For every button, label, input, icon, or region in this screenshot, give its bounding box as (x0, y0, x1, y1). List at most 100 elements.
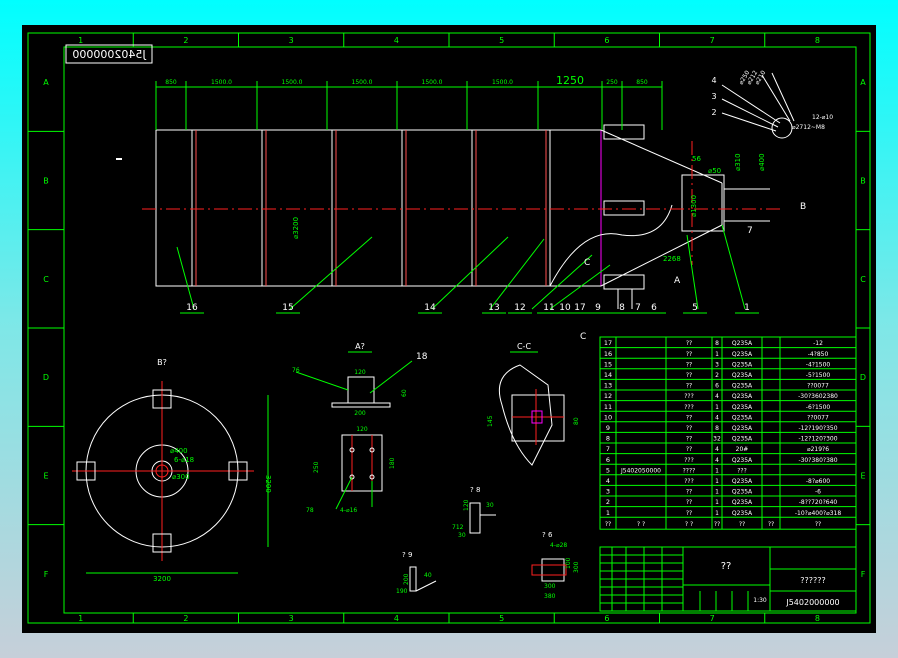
bom-material: Q235A (732, 510, 753, 517)
detail-9-dims: 200 40 190 (396, 572, 432, 595)
bom-name: ?? (686, 414, 692, 421)
bom-qty: 4 (715, 446, 719, 453)
grid-col-label-bottom: 3 (289, 614, 294, 623)
bom-material: Q235A (732, 393, 753, 400)
bom-spec: -8?⌀600 (806, 478, 830, 485)
bom-no: 16 (604, 350, 612, 358)
mark-7: 7 (747, 226, 753, 236)
grid-ticks (28, 33, 870, 623)
detail-6-100: 100 (565, 557, 572, 569)
top-dim-value: 1500.0 (352, 79, 373, 86)
grid-col-label-bottom: 8 (815, 614, 820, 623)
bom-no: 5 (606, 466, 610, 474)
bom-material: Q235A (732, 436, 753, 443)
grid-row-label-left: C (43, 275, 49, 284)
grid-row-label-left: E (43, 472, 48, 481)
bom-header: ?? (714, 521, 720, 528)
view-b-dims: 3200 3200 ⌀400 ⌀300 6-⌀18 (153, 447, 272, 583)
grid-row-label-left: D (43, 373, 49, 382)
view-a-label: A? (355, 342, 365, 351)
view-cc-145: 145 (487, 415, 494, 427)
bom-header: ? ? (685, 521, 693, 528)
view-a-60: 60 (401, 389, 408, 397)
bom-qty: 1 (715, 510, 719, 517)
bom-material: Q235A (732, 404, 753, 411)
bom-qty: 6 (715, 383, 719, 390)
detail-9: ? 9 200 40 190 (396, 551, 437, 595)
bom-material: 20# (736, 446, 749, 453)
bom-code: J5402050000 (620, 467, 661, 474)
detail-8: ? 8 120 712 30 30 (452, 486, 496, 539)
bom-no: 13 (604, 382, 612, 390)
bom-no: 17 (604, 339, 612, 347)
bom-name: ??? (684, 478, 694, 485)
bom-spec: ⌀219?6 (807, 446, 829, 453)
bom-name: ?? (686, 510, 692, 517)
detail-6-holes: 4-⌀28 (550, 542, 567, 549)
grid-col-label-bottom: 2 (183, 614, 188, 623)
bom-no: 3 (606, 488, 610, 496)
bom-qty: 4 (715, 414, 719, 421)
bom-name: ?? (686, 489, 692, 496)
balloon-7: 7 (635, 303, 641, 313)
view-a-78: 78 (306, 507, 314, 514)
top-dim-value: 1250 (556, 74, 584, 87)
dim-d3200: ⌀3200 (292, 217, 300, 239)
balloon-6: 6 (651, 303, 657, 313)
bom-qty: 1 (715, 478, 719, 485)
bom-no: 11 (604, 403, 612, 411)
bom-name: ?? (686, 340, 692, 347)
bom-qty: 8 (715, 340, 719, 347)
grid-row-label-right: F (861, 570, 866, 579)
balloon-5: 5 (692, 303, 698, 313)
bom-header: ?? (605, 521, 611, 528)
bom-qty: 1 (715, 351, 719, 358)
silo-body (155, 129, 551, 287)
side-section-marks: B 7 C C A (580, 202, 806, 342)
bom-material: Q235A (732, 361, 753, 368)
bom-spec: ??0077 (807, 383, 829, 390)
view-b-height: 3200 (264, 475, 272, 493)
grid-row-label-right: B (860, 177, 866, 186)
bom-header: ?? (739, 521, 745, 528)
body-ring-outlines (191, 130, 473, 286)
bom-name: ?? (686, 446, 692, 453)
detail-8-30b: 30 (486, 502, 494, 509)
bom-header: ? ? (637, 521, 645, 528)
balloon-17: 17 (574, 303, 585, 313)
grid-col-label-bottom: 5 (499, 614, 504, 623)
view-a-dims: 120 200 120 60 250 180 76 78 4-⌀16 (292, 367, 408, 514)
grid-row-label-right: E (860, 472, 865, 481)
grid-row-label-left: F (44, 570, 49, 579)
view-b-lugs (76, 389, 248, 553)
view-a-centerlines (351, 435, 373, 491)
bom-material: Q235A (732, 351, 753, 358)
bom-no: 14 (604, 371, 612, 379)
flange-balloon-2: 2 (711, 108, 716, 117)
grid-col-label-top: 4 (394, 36, 399, 45)
view-b-width: 3200 (153, 575, 171, 583)
body-rings (195, 130, 547, 286)
grid-col-label-top: 3 (289, 36, 294, 45)
mirrored-code-box: J5402000000 (65, 44, 153, 64)
detail-6-300: 300 (544, 583, 556, 590)
mark-c-top: C (584, 258, 590, 268)
bom-no: 8 (606, 435, 610, 443)
bom-spec: -4?1500 (806, 361, 831, 368)
bom-spec: -12?120?300 (798, 436, 837, 443)
bom-spec: ??0077 (807, 414, 829, 421)
detail-6-300b: 300 (573, 561, 580, 573)
supports (603, 124, 645, 309)
grid-col-label-bottom: 4 (394, 614, 399, 623)
grid-col-label-bottom: 7 (710, 614, 715, 623)
bom-material: Q235A (732, 478, 753, 485)
mark-a: A (674, 276, 681, 286)
top-dim-value: 250 (606, 79, 618, 86)
balloon-8: 8 (619, 303, 625, 313)
detail-8-label: ? 8 (470, 486, 480, 494)
side-misc-dims: ⌀3200 ⌀1300 ⌀400 ⌀310 ⌀50 56 2268 (292, 153, 766, 263)
